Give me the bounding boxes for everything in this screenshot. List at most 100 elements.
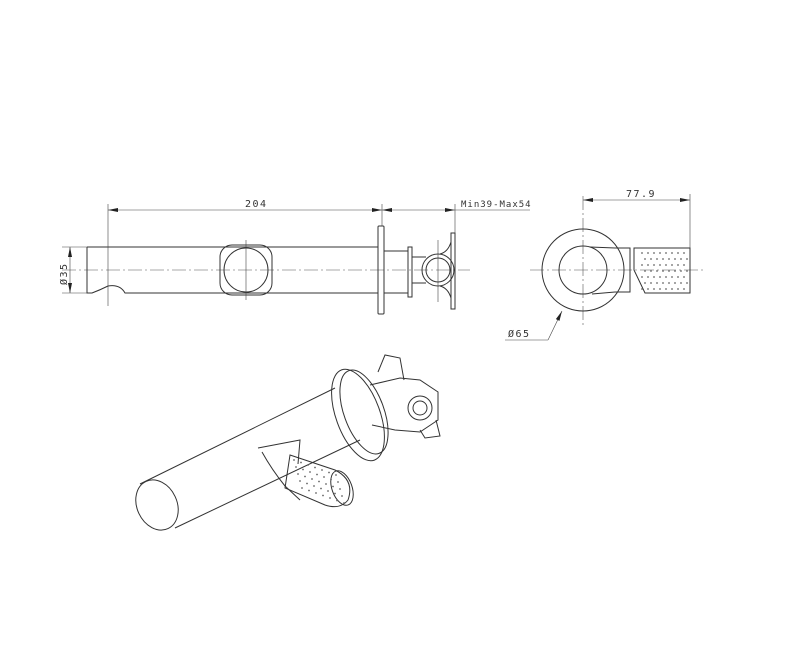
spout-circle [558,245,608,295]
knurl-dot [686,282,688,284]
knurl-dot [318,480,320,483]
knurl-dot [671,288,673,290]
knurl-dot [641,264,643,266]
knurl-dot [653,288,655,290]
body [383,250,409,294]
knurl-dot [332,485,334,488]
knurl-dot [647,252,649,254]
knurl-dot [311,478,313,480]
knurl-dot [683,264,685,266]
knurl-dot [683,276,685,278]
knurl-dot [650,282,652,284]
knurl-dot [671,252,673,254]
flange-diameter-dim: Ø65 [508,328,531,340]
knurl-dot [299,480,301,482]
knurl-dot [306,482,308,485]
knurl-dot [307,464,309,466]
knurl-dot [641,252,643,254]
knurl-dot [668,282,670,284]
knurl-dot [677,252,679,254]
knurl-dot [337,481,339,483]
knurl-dot [316,473,318,476]
knurl-dot [334,492,336,495]
knurl-dot [650,270,652,272]
wall-depth-dim: Min39-Max54 [461,200,532,210]
knurl-dot [641,276,643,278]
knurl-dot [674,270,676,272]
knurl-dot [300,461,302,464]
iso-flange [331,368,385,462]
isometric-view [135,354,441,531]
knurl-dot [671,264,673,266]
body-collar [407,246,413,298]
knurl-dot [644,270,646,272]
handle-knurled [633,247,691,294]
knurl-dot [683,288,685,290]
knurl-dot [653,276,655,278]
knurl-dot [674,258,676,260]
knurl-dot [680,270,682,272]
knurl-dot [647,264,649,266]
knurl-dot [659,252,661,254]
knurl-dot [314,466,316,469]
knurl-dot [327,490,329,492]
knurl-dot [304,475,306,478]
knurl-dot [662,270,664,272]
knurl-dot [650,258,652,260]
knurl-dot [677,264,679,266]
knurl-dot [686,258,688,260]
knurl-dot [323,476,325,478]
knurl-dot [320,487,322,490]
knurl-dot [668,270,670,272]
knurl-dot [665,252,667,254]
knurl-dot [329,497,331,499]
length-dim: 204 [245,199,268,210]
spout-diameter-dim: Ø35 [58,262,70,285]
knurl-dot [343,502,345,504]
flange-circle [541,228,625,312]
knurl-dot [335,474,337,476]
knurl-dot [339,488,341,490]
knurl-dot [321,469,323,471]
knurl-dot [686,270,688,272]
front-view: 204 Min39-Max54 Ø35 [58,199,532,315]
knurl-dot [293,459,295,461]
knurl-dot [677,288,679,290]
knurl-dot [644,282,646,284]
knurl-dot [665,276,667,278]
knurl-dot [656,270,658,272]
knurl-dot [328,471,330,474]
knurl-dot [302,468,304,471]
knurl-dot [309,471,311,473]
knurl-dot [668,258,670,260]
knurl-dot [330,478,332,481]
knurl-dot [659,288,661,290]
knurl-dot [647,276,649,278]
knurl-dot [680,258,682,260]
knurl-dot [641,288,643,290]
knurl-dot [297,473,299,475]
knurl-dot [680,282,682,284]
side-view: 77.9 Ø65 [505,189,705,341]
iso-handle [284,454,351,508]
knurl-dot [659,276,661,278]
knurl-dot [313,485,315,487]
knurl-dot [683,252,685,254]
iso-inlet [407,395,433,421]
mounting-plate [450,232,456,310]
knurl-dot [647,288,649,290]
knurl-dot [653,252,655,254]
knurl-dot [671,276,673,278]
knurl-dot [644,258,646,260]
knurl-dot [308,489,310,492]
knurl-dot [322,494,324,497]
knurl-dot [674,282,676,284]
knurl-dot [662,258,664,260]
knurl-dot [315,492,317,494]
projection-dim: 77.9 [626,189,656,200]
knurl-dot [665,264,667,266]
knurl-dot [653,264,655,266]
knurl-dot [659,264,661,266]
